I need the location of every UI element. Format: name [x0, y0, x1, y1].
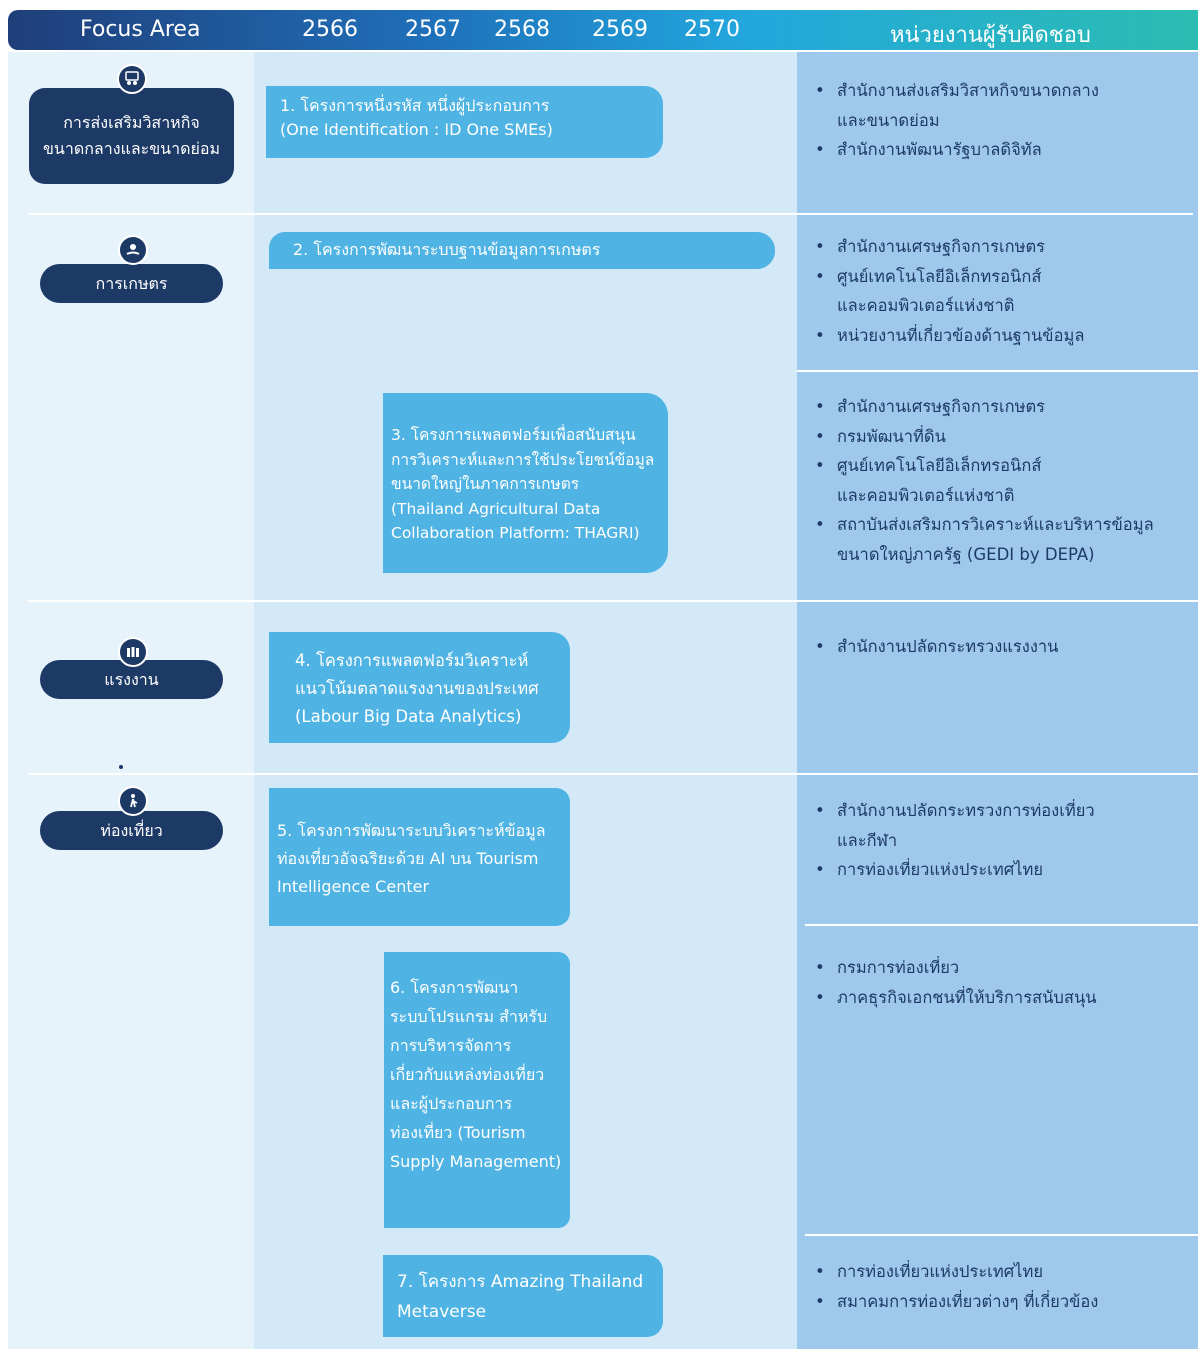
responsible-list-4: สำนักงานปลัดกระทรวงแรงงาน — [813, 632, 1058, 662]
focus-area-sme: การส่งเสริมวิสาหกิจ ขนาดกลางและขนาดย่อม — [29, 88, 234, 184]
responsible-list-7: การท่องเที่ยวแห่งประเทศไทยสมาคมการท่องเท… — [813, 1257, 1098, 1316]
responsible-list-6: กรมการท่องเที่ยวภาคธุรกิจเอกชนที่ให้บริก… — [813, 953, 1097, 1012]
row-separator — [797, 370, 1198, 372]
responsible-item: การท่องเที่ยวแห่งประเทศไทย — [813, 1257, 1098, 1287]
responsible-item: ศูนย์เทคโนโลยีอิเล็กทรอนิกส์ และคอมพิวเต… — [813, 451, 1154, 510]
responsible-item-text: หน่วยงานที่เกี่ยวข้องด้านฐานข้อมูล — [837, 325, 1085, 345]
responsible-item-text: สำนักงานส่งเสริมวิสาหกิจขนาดกลาง และขนาด… — [837, 81, 1099, 130]
responsible-item: สมาคมการท่องเที่ยวต่างๆ ที่เกี่ยวข้อง — [813, 1287, 1098, 1317]
responsible-item: สำนักงานส่งเสริมวิสาหกิจขนาดกลาง และขนาด… — [813, 76, 1099, 135]
responsible-item: สถาบันส่งเสริมการวิเคราะห์และบริหารข้อมู… — [813, 510, 1154, 569]
responsible-item: การท่องเที่ยวแห่งประเทศไทย — [813, 855, 1095, 885]
focus-area-label-line: การส่งเสริมวิสาหกิจ — [63, 113, 200, 132]
responsible-item-text: กรมพัฒนาที่ดิน — [837, 426, 946, 446]
focus-area-label-line: การเกษตร — [95, 273, 168, 293]
project-box-6: 6. โครงการพัฒนา ระบบโปรแกรม สำหรับ การบร… — [384, 952, 570, 1228]
project-box-5: 5. โครงการพัฒนาระบบวิเคราะห์ข้อมูล ท่องเ… — [269, 788, 570, 926]
business-people-icon — [117, 64, 147, 94]
project-text: 6. โครงการพัฒนา ระบบโปรแกรม สำหรับ การบร… — [390, 978, 562, 1171]
project-text: 3. โครงการแพลตฟอร์มเพื่อสนับสนุน การวิเค… — [391, 426, 655, 542]
responsible-item: สำนักงานเศรษฐกิจการเกษตร — [813, 392, 1154, 422]
responsible-item-text: ภาคธุรกิจเอกชนที่ให้บริการสนับสนุน — [837, 987, 1097, 1007]
responsible-item-text: ศูนย์เทคโนโลยีอิเล็กทรอนิกส์ และคอมพิวเต… — [837, 266, 1042, 316]
hand-plant-icon — [118, 235, 148, 265]
header-year-2569: 2569 — [592, 17, 648, 42]
project-text: 2. โครงการพัฒนาระบบฐานข้อมูลการเกษตร — [293, 240, 601, 259]
header-responsible: หน่วยงานผู้รับผิดชอบ — [890, 23, 1091, 48]
focus-area-label-line: ท่องเที่ยว — [100, 820, 163, 840]
project-box-7: 7. โครงการ Amazing Thailand Metaverse — [383, 1255, 663, 1337]
responsible-item-text: สำนักงานปลัดกระทรวงการท่องเที่ยว และกีฬา — [837, 801, 1095, 850]
project-box-4: 4. โครงการแพลตฟอร์มวิเคราะห์ แนวโน้มตลาด… — [269, 632, 570, 743]
project-text: 1. โครงการหนึ่งรหัส หนึ่งผู้ประกอบการ (O… — [280, 96, 553, 139]
header-year-2568: 2568 — [494, 17, 550, 42]
responsible-item-text: สถาบันส่งเสริมการวิเคราะห์และบริหารข้อมู… — [837, 515, 1154, 564]
responsible-item: กรมพัฒนาที่ดิน — [813, 422, 1154, 452]
project-text: 5. โครงการพัฒนาระบบวิเคราะห์ข้อมูล ท่องเ… — [277, 821, 546, 896]
responsible-item-text: การท่องเที่ยวแห่งประเทศไทย — [837, 1262, 1044, 1281]
responsible-item: กรมการท่องเที่ยว — [813, 953, 1097, 983]
header-focus-area: Focus Area — [80, 17, 201, 42]
row-separator — [805, 924, 1198, 926]
traveler-icon — [118, 786, 148, 816]
focus-area-label-line: ขนาดกลางและขนาดย่อม — [42, 139, 221, 158]
responsible-item: สำนักงานปลัดกระทรวงการท่องเที่ยว และกีฬา — [813, 796, 1095, 855]
project-box-2: 2. โครงการพัฒนาระบบฐานข้อมูลการเกษตร — [269, 232, 775, 269]
responsible-item: ภาคธุรกิจเอกชนที่ให้บริการสนับสนุน — [813, 983, 1097, 1013]
header-year-2570: 2570 — [684, 17, 740, 42]
row-separator — [28, 773, 1198, 775]
responsible-item-text: สำนักงานเศรษฐกิจการเกษตร — [837, 237, 1046, 256]
focus-area-label-line: แรงงาน — [104, 669, 159, 689]
responsible-item-text: สำนักงานปลัดกระทรวงแรงงาน — [837, 637, 1059, 656]
responsible-item-text: สำนักงานเศรษฐกิจการเกษตร — [837, 397, 1046, 416]
responsible-item: หน่วยงานที่เกี่ยวข้องด้านฐานข้อมูล — [813, 321, 1084, 351]
responsible-list-2: สำนักงานเศรษฐกิจการเกษตรศูนย์เทคโนโลยีอิ… — [813, 232, 1084, 350]
header-bar: Focus Area 2566 2567 2568 2569 2570 หน่ว… — [8, 10, 1198, 50]
project-text: 7. โครงการ Amazing Thailand Metaverse — [397, 1272, 644, 1322]
project-box-1: 1. โครงการหนึ่งรหัส หนึ่งผู้ประกอบการ (O… — [266, 86, 663, 158]
bullet-dot — [119, 765, 123, 769]
project-box-3: 3. โครงการแพลตฟอร์มเพื่อสนับสนุน การวิเค… — [383, 393, 668, 573]
responsible-item: สำนักงานพัฒนารัฐบาลดิจิทัล — [813, 135, 1099, 165]
responsible-item-text: การท่องเที่ยวแห่งประเทศไทย — [837, 860, 1044, 879]
responsible-list-5: สำนักงานปลัดกระทรวงการท่องเที่ยว และกีฬา… — [813, 796, 1095, 885]
workers-group-icon — [118, 637, 148, 667]
responsible-item-text: สมาคมการท่องเที่ยวต่างๆ ที่เกี่ยวข้อง — [837, 1291, 1099, 1311]
header-year-2567: 2567 — [405, 17, 461, 42]
header-year-2566: 2566 — [302, 17, 358, 42]
row-separator — [28, 213, 1193, 215]
responsible-list-1: สำนักงานส่งเสริมวิสาหกิจขนาดกลาง และขนาด… — [813, 76, 1099, 165]
row-separator — [805, 1234, 1198, 1236]
responsible-item: สำนักงานเศรษฐกิจการเกษตร — [813, 232, 1084, 262]
responsible-list-3: สำนักงานเศรษฐกิจการเกษตรกรมพัฒนาที่ดินศู… — [813, 392, 1154, 569]
responsible-item-text: กรมการท่องเที่ยว — [837, 958, 960, 977]
responsible-item: ศูนย์เทคโนโลยีอิเล็กทรอนิกส์ และคอมพิวเต… — [813, 262, 1084, 321]
responsible-item: สำนักงานปลัดกระทรวงแรงงาน — [813, 632, 1058, 662]
row-separator — [28, 600, 1198, 602]
responsible-item-text: ศูนย์เทคโนโลยีอิเล็กทรอนิกส์ และคอมพิวเต… — [837, 456, 1042, 505]
focus-area-tourism: ท่องเที่ยว — [40, 811, 223, 850]
focus-area-agriculture: การเกษตร — [40, 264, 223, 303]
responsible-item-text: สำนักงานพัฒนารัฐบาลดิจิทัล — [837, 140, 1042, 159]
project-text: 4. โครงการแพลตฟอร์มวิเคราะห์ แนวโน้มตลาด… — [295, 651, 539, 726]
